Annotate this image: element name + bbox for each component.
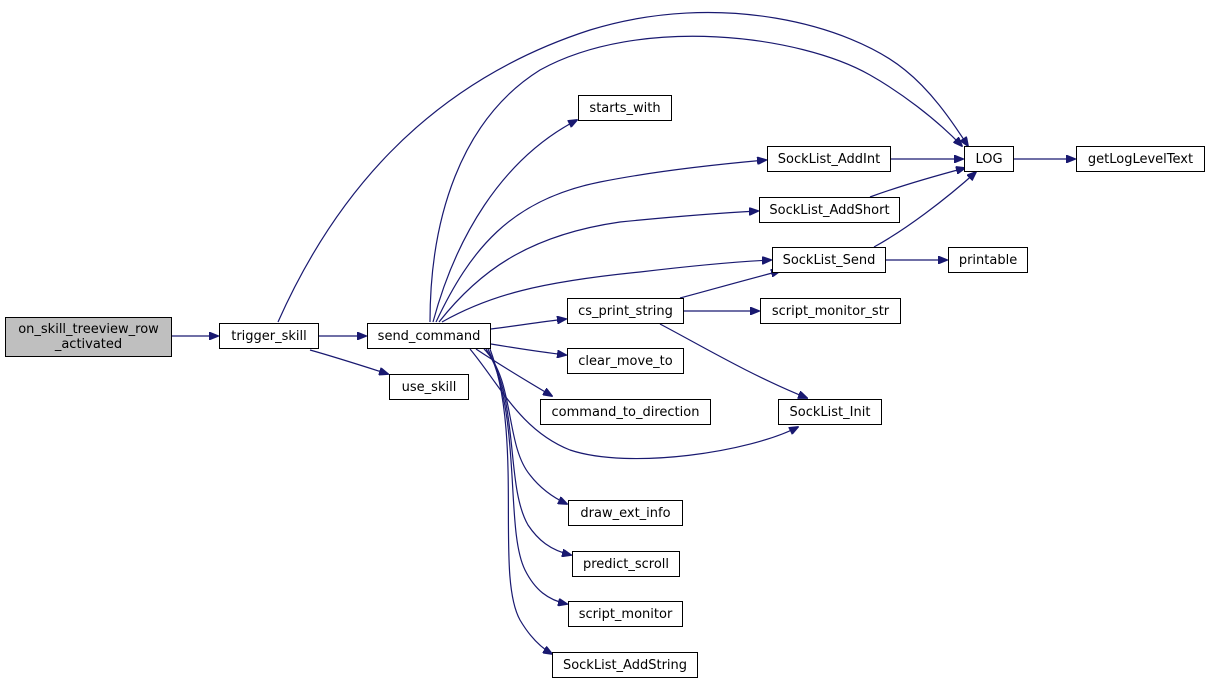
node-label-line2: _activated [54, 337, 123, 352]
node-cs_print_string[interactable]: cs_print_string [567, 298, 684, 324]
edge-send_command-script_monitor [487, 348, 567, 604]
node-SockList_AddShort[interactable]: SockList_AddShort [759, 197, 900, 223]
node-trigger_skill[interactable]: trigger_skill [219, 323, 319, 349]
node-clear_move_to[interactable]: clear_move_to [567, 348, 684, 374]
node-printable[interactable]: printable [948, 247, 1028, 273]
node-SockList_AddInt[interactable]: SockList_AddInt [767, 146, 891, 172]
node-send_command[interactable]: send_command [367, 323, 491, 349]
edge-trigger_skill-use_skill [309, 349, 388, 374]
edge-send_command-starts_with [432, 120, 577, 323]
edge-cs_print_string-SockList_Init [659, 323, 807, 398]
edge-SockList_AddShort-LOG [869, 168, 965, 198]
edge-send_command-SockList_AddInt [435, 160, 766, 323]
node-label-line1: on_skill_treeview_row [18, 322, 159, 337]
node-on_skill_treeview_row_activated: on_skill_treeview_row _activated [5, 317, 172, 357]
edge-send_command-SockList_AddShort [438, 211, 758, 323]
edge-send_command-SockList_AddString [489, 348, 552, 654]
edge-send_command-command_to_direction [475, 348, 552, 396]
edge-send_command-draw_ext_info [483, 348, 567, 504]
node-SockList_Init[interactable]: SockList_Init [778, 399, 882, 425]
edge-send_command-SockList_Init [469, 348, 798, 460]
edge-cs_print_string-SockList_Send [679, 271, 780, 299]
node-command_to_direction[interactable]: command_to_direction [540, 399, 711, 425]
edge-send_command-predict_scroll [485, 348, 571, 555]
node-draw_ext_info[interactable]: draw_ext_info [568, 500, 683, 526]
node-getLogLevelText[interactable]: getLogLevelText [1076, 146, 1205, 172]
edge-send_command-clear_move_to [490, 343, 566, 355]
node-use_skill[interactable]: use_skill [389, 374, 469, 400]
edge-send_command-SockList_Send [441, 260, 771, 323]
node-SockList_AddString[interactable]: SockList_AddString [552, 652, 698, 678]
node-starts_with[interactable]: starts_with [578, 95, 672, 121]
edge-send_command-LOG [429, 35, 962, 323]
node-SockList_Send[interactable]: SockList_Send [772, 247, 886, 273]
node-LOG[interactable]: LOG [964, 146, 1014, 172]
edge-SockList_Send-LOG [873, 172, 976, 248]
edge-send_command-cs_print_string [490, 319, 566, 330]
node-script_monitor[interactable]: script_monitor [568, 601, 683, 627]
node-predict_scroll[interactable]: predict_scroll [572, 551, 680, 577]
edge-trigger_skill-LOG [277, 11, 968, 323]
node-script_monitor_str[interactable]: script_monitor_str [760, 298, 901, 324]
